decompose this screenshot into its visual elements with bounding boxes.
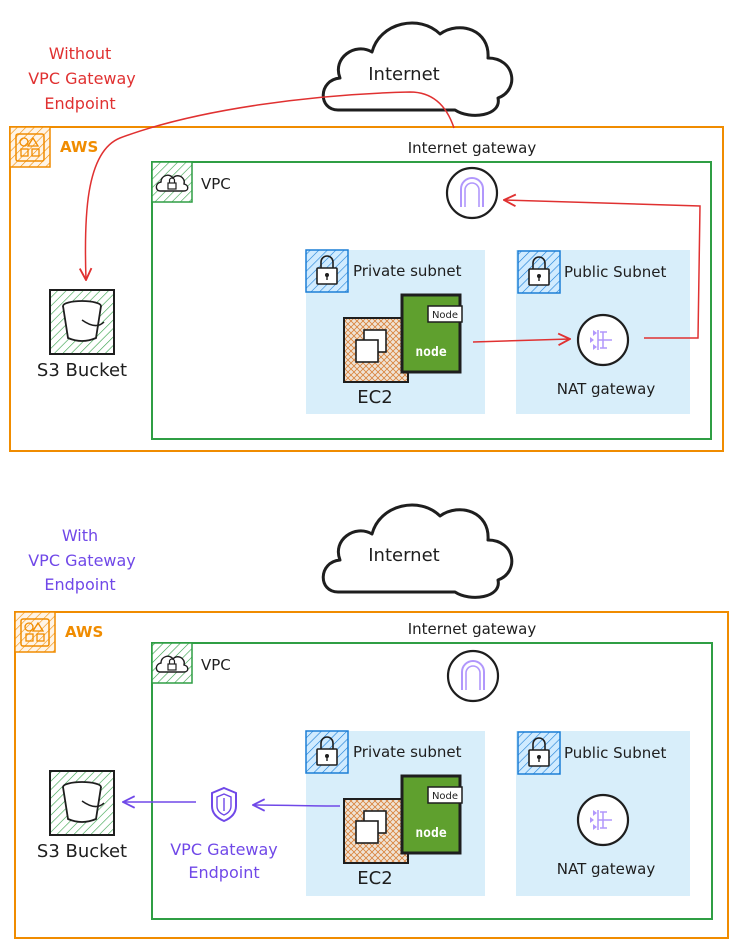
vpc-endpoint-label-line-1: VPC Gateway (170, 840, 278, 859)
vpc-group (151, 642, 713, 920)
private-subnet-label: Private subnet (353, 262, 462, 280)
vpc-endpoint-shield-icon (211, 786, 237, 823)
public-subnet-label: Public Subnet (564, 744, 666, 762)
ec2-instance-icon (343, 798, 409, 864)
title-line-2: VPC Gateway (28, 551, 136, 570)
node-label: Node (432, 310, 458, 321)
ec2-label: EC2 (357, 868, 392, 889)
nodejs-icon: Node node (400, 293, 463, 374)
s3-bucket-icon (49, 289, 115, 355)
nat-gateway-label: NAT gateway (557, 380, 656, 398)
cloud-icon (321, 21, 514, 117)
vpc-label: VPC (201, 656, 231, 674)
s3-bucket-icon (49, 770, 115, 836)
aws-label: AWS (60, 138, 98, 156)
cloud-icon (321, 503, 514, 599)
node-logo-text: node (415, 345, 446, 360)
node-logo-text: node (415, 826, 446, 841)
title-line-1: With (62, 526, 98, 545)
vpc-cloud-lock-icon (151, 642, 193, 684)
arrow-ec2-to-nat (472, 339, 570, 342)
title-line-3: Endpoint (44, 575, 115, 594)
padlock-icon (305, 730, 349, 774)
aws-group (9, 126, 724, 452)
diagram-without-endpoint: Without VPC Gateway Endpoint Internet AW… (9, 21, 724, 452)
node-label: Node (432, 791, 458, 802)
vpc-group (151, 161, 712, 440)
vpc-cloud-lock-icon (151, 161, 193, 203)
internet-gateway-label: Internet gateway (408, 139, 537, 157)
padlock-icon (517, 731, 561, 775)
aws-group (14, 611, 729, 939)
aws-group-icon (14, 611, 56, 653)
nat-gateway-label: NAT gateway (557, 860, 656, 878)
public-subnet-label: Public Subnet (564, 263, 666, 281)
s3-bucket-label: S3 Bucket (37, 360, 127, 381)
title-line-2: VPC Gateway (28, 69, 136, 88)
aws-label: AWS (65, 623, 103, 641)
ec2-label: EC2 (357, 387, 392, 408)
internet-label: Internet (368, 64, 439, 85)
s3-bucket-label: S3 Bucket (37, 841, 127, 862)
internet-gateway-label: Internet gateway (408, 620, 537, 638)
aws-group-icon (9, 126, 51, 168)
title-line-3: Endpoint (44, 94, 115, 113)
internet-label: Internet (368, 545, 439, 566)
nodejs-icon: Node node (400, 774, 463, 855)
internet-gateway-icon (446, 649, 500, 703)
diagram-with-endpoint: With VPC Gateway Endpoint Internet AWS V… (14, 503, 729, 939)
padlock-icon (517, 250, 561, 294)
nat-gateway-icon (576, 313, 630, 367)
private-subnet-label: Private subnet (353, 743, 462, 761)
padlock-icon (305, 249, 349, 293)
arrow-nat-to-igw (504, 200, 701, 339)
internet-gateway-icon (445, 166, 499, 220)
vpc-endpoint-label-line-2: Endpoint (188, 863, 259, 882)
arrow-internet-to-s3 (85, 91, 455, 280)
arrow-ec2-to-endpoint (253, 805, 341, 806)
ec2-instance-icon (343, 317, 409, 383)
vpc-label: VPC (201, 175, 231, 193)
nat-gateway-icon (576, 793, 630, 847)
title-line-1: Without (49, 44, 112, 63)
